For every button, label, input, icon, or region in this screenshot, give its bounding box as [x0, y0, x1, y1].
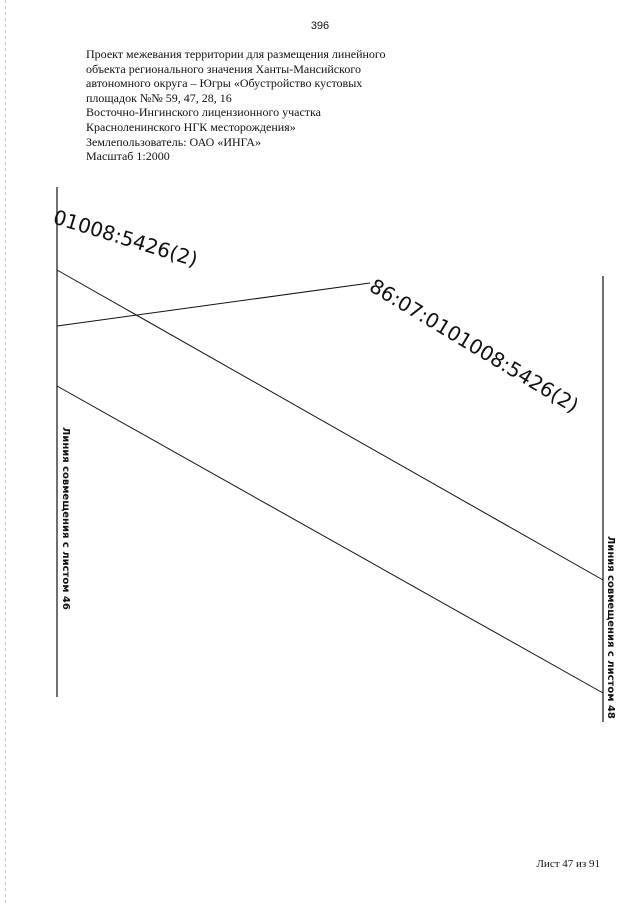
document-header: Проект межевания территории для размещен… — [86, 47, 446, 164]
header-line: Землепользователь: ОАО «ИНГА» — [86, 134, 261, 149]
header-line: автономного округа – Югры «Обустройство … — [86, 76, 363, 91]
header-line: объекта регионального значения Ханты-Ман… — [86, 61, 361, 76]
page-edge-marks — [5, 0, 6, 905]
parcel-label-left: 01008:5426(2) — [51, 205, 201, 272]
boundary-line-upper — [56, 269, 604, 581]
header-line: Красноленинского НГК месторождения» — [86, 119, 296, 134]
sheet-count: Лист 47 из 91 — [536, 858, 600, 870]
boundary-line-rising — [56, 282, 371, 327]
header-line: площадок №№ 59, 47, 28, 16 — [86, 90, 232, 105]
boundary-line-lower — [56, 385, 604, 694]
header-line: Проект межевания территории для размещен… — [86, 47, 386, 61]
page-number: 396 — [310, 20, 330, 32]
match-line-left-caption: Линия совмещения с листом 46 — [60, 427, 71, 610]
parcel-label-right: 86:07:0101008:5426(2) — [365, 274, 583, 418]
header-line: Восточно-Ингинского лицензионного участк… — [86, 105, 321, 120]
match-line-right-caption: Линия совмещения с листом 48 — [605, 536, 616, 719]
header-line: Масштаб 1:2000 — [86, 149, 170, 164]
